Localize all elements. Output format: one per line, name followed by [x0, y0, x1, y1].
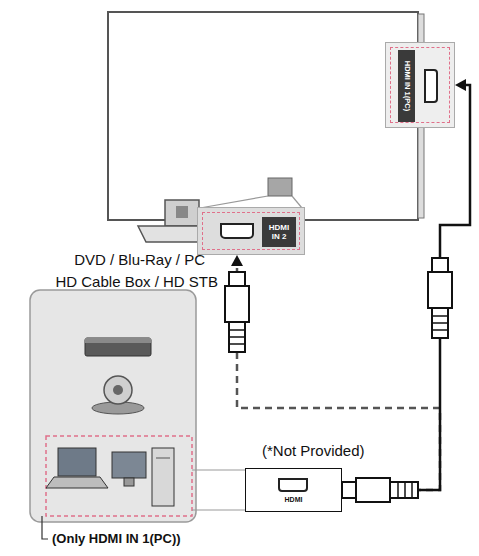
hdmi-plug: [428, 258, 452, 338]
cable-line: [342, 85, 470, 490]
hdmi-cable: [342, 79, 470, 490]
dvd-player-top: [85, 338, 151, 343]
hdmi-port: [424, 69, 438, 103]
note-leader: [42, 516, 48, 539]
rear-jack-block: [268, 178, 292, 196]
tv-body: [108, 12, 418, 220]
hdmi-port: [278, 478, 308, 492]
jack-panel: HDMI: [245, 468, 342, 512]
pc-highlight: [46, 436, 192, 516]
hdmi-port: [220, 223, 254, 239]
jack-panel: HDMI IN 2: [197, 207, 305, 255]
port-label: HDMI IN 2: [262, 217, 296, 247]
port-label-text: HDMI IN 2: [265, 223, 293, 241]
hdmi-cable: [231, 255, 440, 490]
caption-label: (*Not Provided): [262, 442, 365, 459]
caption-label: (Only HDMI IN 1(PC)): [52, 531, 181, 546]
laptop-base: [46, 477, 108, 488]
laptop-screen: [58, 448, 96, 476]
pc-callout-line: [192, 509, 245, 510]
port-label-text: HDMI IN 1(PC): [402, 61, 411, 111]
arrow-head: [455, 79, 466, 91]
caption-label: HD Cable Box / HD STB: [55, 273, 218, 290]
jack-panel: HDMI IN 1(PC): [385, 42, 455, 128]
dvd-player: [85, 338, 151, 356]
tv-stand-neck: [165, 200, 199, 226]
hdmi-plug: [342, 478, 418, 502]
arrow-head: [231, 255, 243, 266]
pc-callout-line: [192, 469, 245, 470]
stb-body: [104, 376, 132, 404]
port-label-text: HDMI: [246, 496, 341, 503]
stb-lens: [113, 385, 123, 395]
pc-monitor-stand: [124, 478, 134, 486]
hdmi-plug: [225, 272, 249, 352]
tv-stand-detail: [176, 206, 188, 218]
caption-label: DVD / Blu-Ray / PC: [74, 251, 205, 268]
port-label: HDMI IN 1(PC): [398, 50, 415, 122]
pc-tower-detail: [156, 458, 170, 459]
pc-monitor: [112, 452, 146, 478]
cable-line: [237, 264, 440, 490]
pc-tower: [152, 448, 174, 506]
device-panel: [30, 290, 196, 522]
